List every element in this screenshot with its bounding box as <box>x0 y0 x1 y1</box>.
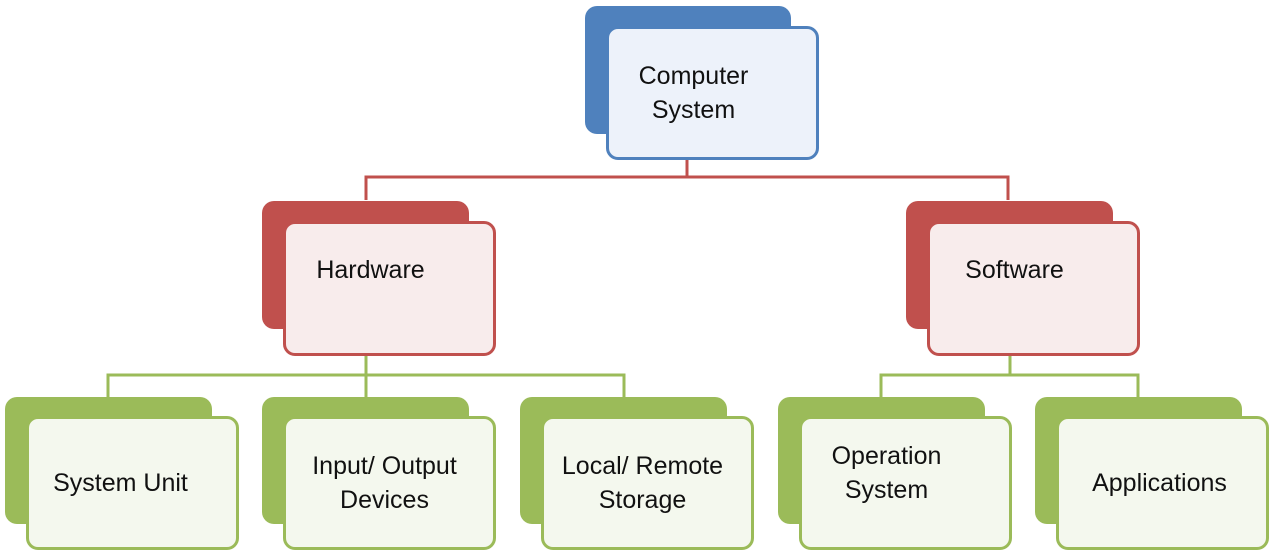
node-label: Local/ Remote Storage <box>561 452 724 514</box>
node-front <box>927 221 1140 356</box>
node-front <box>26 416 239 550</box>
node-label: Computer System <box>638 62 749 124</box>
connector-software-children <box>879 373 1140 397</box>
node-label: Applications <box>1092 469 1227 497</box>
node-front <box>1056 416 1269 550</box>
connector-root-to-level1 <box>364 175 1010 200</box>
node-label: Hardware <box>316 255 425 284</box>
node-label: Input/ Output Devices <box>312 452 457 514</box>
node-front <box>283 416 496 550</box>
node-label: System Unit <box>53 469 188 497</box>
node-front <box>541 416 754 550</box>
node-label: Operation System <box>831 442 942 504</box>
node-label: Software <box>965 255 1064 284</box>
node-front <box>283 221 496 356</box>
node-front <box>799 416 1012 550</box>
node-front <box>606 26 819 160</box>
